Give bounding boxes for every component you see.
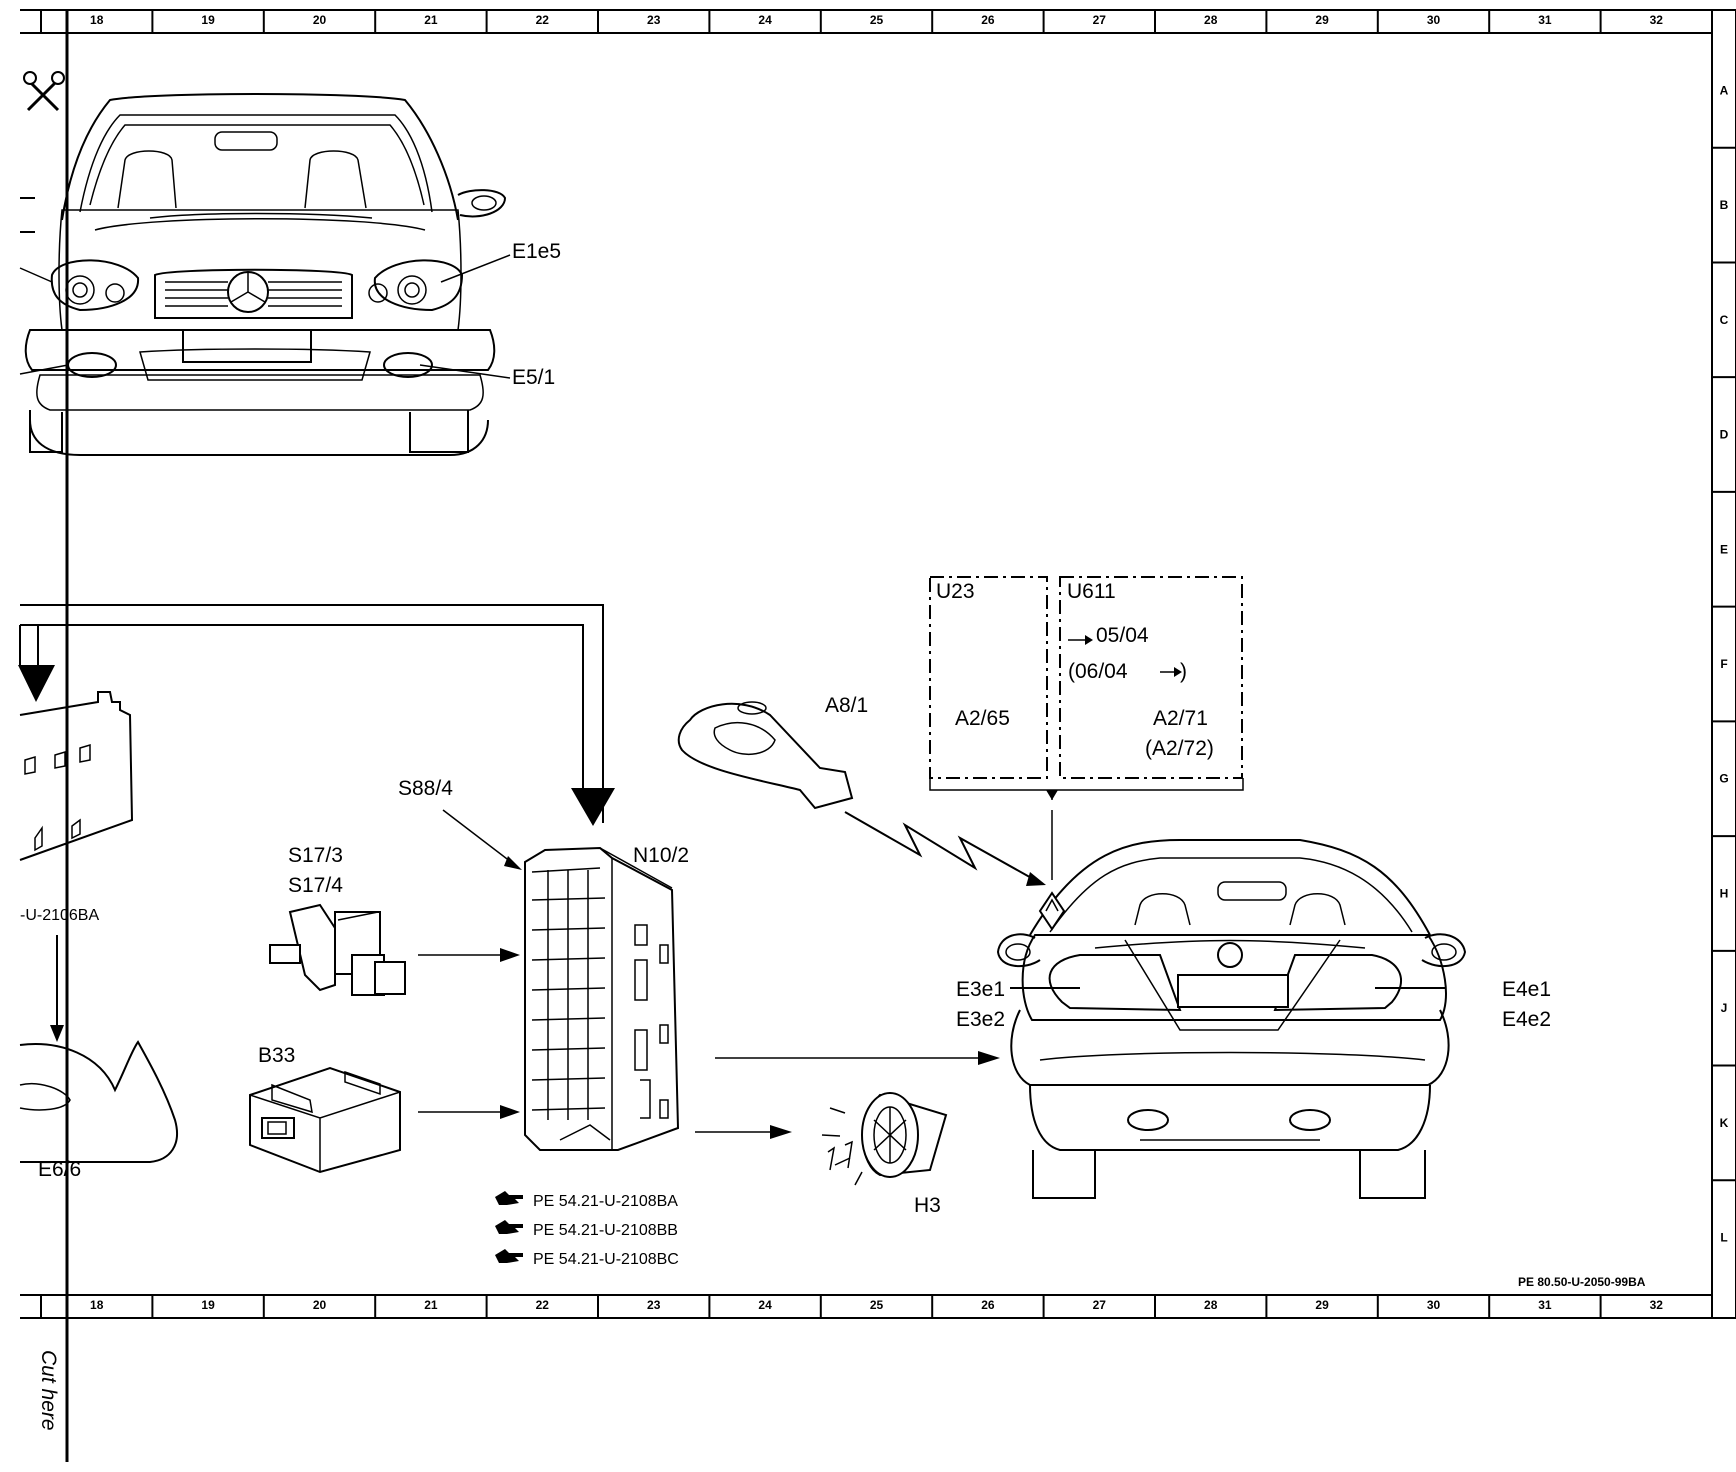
column-label: 22	[536, 1298, 550, 1312]
document-code: PE 80.50-U-2050-99BA	[1518, 1275, 1646, 1289]
row-label: K	[1720, 1116, 1729, 1130]
row-label: C	[1720, 313, 1729, 327]
paren-close: )	[1180, 660, 1187, 683]
pointing-hand-icon	[495, 1220, 523, 1234]
label-a8-1: A8/1	[825, 694, 868, 717]
cut-line: Cut here	[37, 10, 69, 1462]
label-u23: U23	[936, 580, 975, 603]
column-label: 23	[647, 13, 661, 27]
cross-references: PE 54.21-U-2108BA PE 54.21-U-2108BB PE 5…	[495, 1191, 679, 1268]
label-a2-65: A2/65	[955, 707, 1010, 730]
label-a2-71: A2/71	[1153, 707, 1208, 730]
column-label: 29	[1315, 13, 1329, 27]
row-label: L	[1720, 1231, 1727, 1245]
cut-here-label: Cut here	[37, 1350, 60, 1431]
drawing-frame: 18 18 19 19 20 20 21 21 22 22 23 23 24 24 25 25 26 26 27 27…	[20, 9, 1736, 1319]
column-label: 29	[1315, 1298, 1329, 1312]
column-label: 31	[1538, 13, 1552, 27]
column-label: 18	[90, 13, 104, 27]
label-e4e2: E4e2	[1502, 1008, 1551, 1031]
b33-to-n10-arrowhead	[500, 1105, 520, 1119]
label-s17-3: S17/3	[288, 844, 343, 867]
pointing-hand-icon	[495, 1191, 523, 1205]
label-e1e5: E1e5	[512, 240, 561, 263]
column-label: 26	[981, 13, 995, 27]
s88-4-leader	[442, 809, 516, 866]
label-left-ref: -U-2106BA	[20, 907, 99, 924]
label-s88-4: S88/4	[398, 777, 453, 800]
column-label: 20	[313, 1298, 327, 1312]
row-label: H	[1720, 886, 1729, 900]
column-label: 21	[424, 1298, 438, 1312]
label-s17-4: S17/4	[288, 874, 343, 897]
s88-4-arrowhead	[504, 856, 522, 870]
label-e4e1: E4e1	[1502, 978, 1551, 1001]
rear-car-view: E3e1 E3e2 E4e1 E4e2	[956, 839, 1551, 1199]
row-label: E	[1720, 542, 1728, 556]
switch-s17: S17/3 S17/4	[269, 844, 406, 996]
label-e3e1: E3e1	[956, 978, 1005, 1001]
column-label: 20	[313, 13, 327, 27]
pointing-hand-icon	[495, 1249, 523, 1263]
row-label: B	[1720, 198, 1729, 212]
label-e5-1: E5/1	[512, 366, 555, 389]
row-label: D	[1720, 428, 1729, 442]
column-label: 21	[424, 13, 438, 27]
scissors-icon	[23, 71, 65, 112]
label-u611: U611	[1067, 580, 1116, 603]
column-label: 28	[1204, 1298, 1218, 1312]
column-label: 24	[758, 1298, 772, 1312]
n10-to-h3-arrowhead	[770, 1125, 792, 1139]
radio-signal-arrowhead	[1026, 872, 1046, 886]
column-label: 23	[647, 1298, 661, 1312]
column-label: 25	[870, 1298, 884, 1312]
s17-to-n10-arrowhead	[500, 948, 520, 962]
pe-ref-3: PE 54.21-U-2108BC	[533, 1251, 679, 1268]
column-label: 18	[90, 1298, 104, 1312]
siren-h3: H3	[821, 1092, 948, 1217]
front-car-view: E1e5 E5/1	[19, 93, 561, 456]
column-label: 24	[758, 13, 772, 27]
label-h3: H3	[914, 1194, 941, 1217]
variant-boxes: U23 U611 05/04 (06/04 ) A2/65 A2/71 (A2/…	[929, 576, 1244, 880]
n10-to-rear-car-arrowhead	[978, 1051, 1000, 1065]
module-n10-2: N10/2	[524, 844, 689, 1151]
key-fob-a8-1: A8/1	[677, 694, 868, 810]
left-partial-components: -U-2106BA E6/6	[18, 604, 615, 1181]
column-label: 31	[1538, 1298, 1552, 1312]
column-label: 27	[1093, 1298, 1107, 1312]
column-label: 26	[981, 1298, 995, 1312]
column-label: 25	[870, 13, 884, 27]
column-label: 28	[1204, 13, 1218, 27]
label-e6-6: E6/6	[38, 1158, 81, 1181]
radio-signal-zigzag	[844, 811, 1036, 881]
column-label: 27	[1093, 13, 1107, 27]
column-label: 32	[1650, 13, 1664, 27]
column-label: 32	[1650, 1298, 1664, 1312]
row-label: J	[1721, 1001, 1728, 1015]
label-e3e2: E3e2	[956, 1008, 1005, 1031]
row-label: F	[1720, 657, 1727, 671]
label-a2-72: (A2/72)	[1145, 737, 1214, 760]
row-label: A	[1720, 83, 1729, 97]
label-date-from: 05/04	[1096, 624, 1149, 647]
column-label: 19	[201, 13, 215, 27]
label-b33: B33	[258, 1044, 295, 1067]
column-label: 19	[201, 1298, 215, 1312]
column-label: 30	[1427, 1298, 1441, 1312]
pe-ref-2: PE 54.21-U-2108BB	[533, 1222, 678, 1239]
sensor-b33: B33	[249, 1044, 401, 1174]
column-label: 22	[536, 13, 550, 27]
row-label: G	[1719, 772, 1728, 786]
column-label: 30	[1427, 13, 1441, 27]
label-date-paren: (06/04	[1068, 660, 1128, 683]
pe-ref-1: PE 54.21-U-2108BA	[533, 1193, 678, 1210]
label-n10-2: N10/2	[633, 844, 689, 867]
